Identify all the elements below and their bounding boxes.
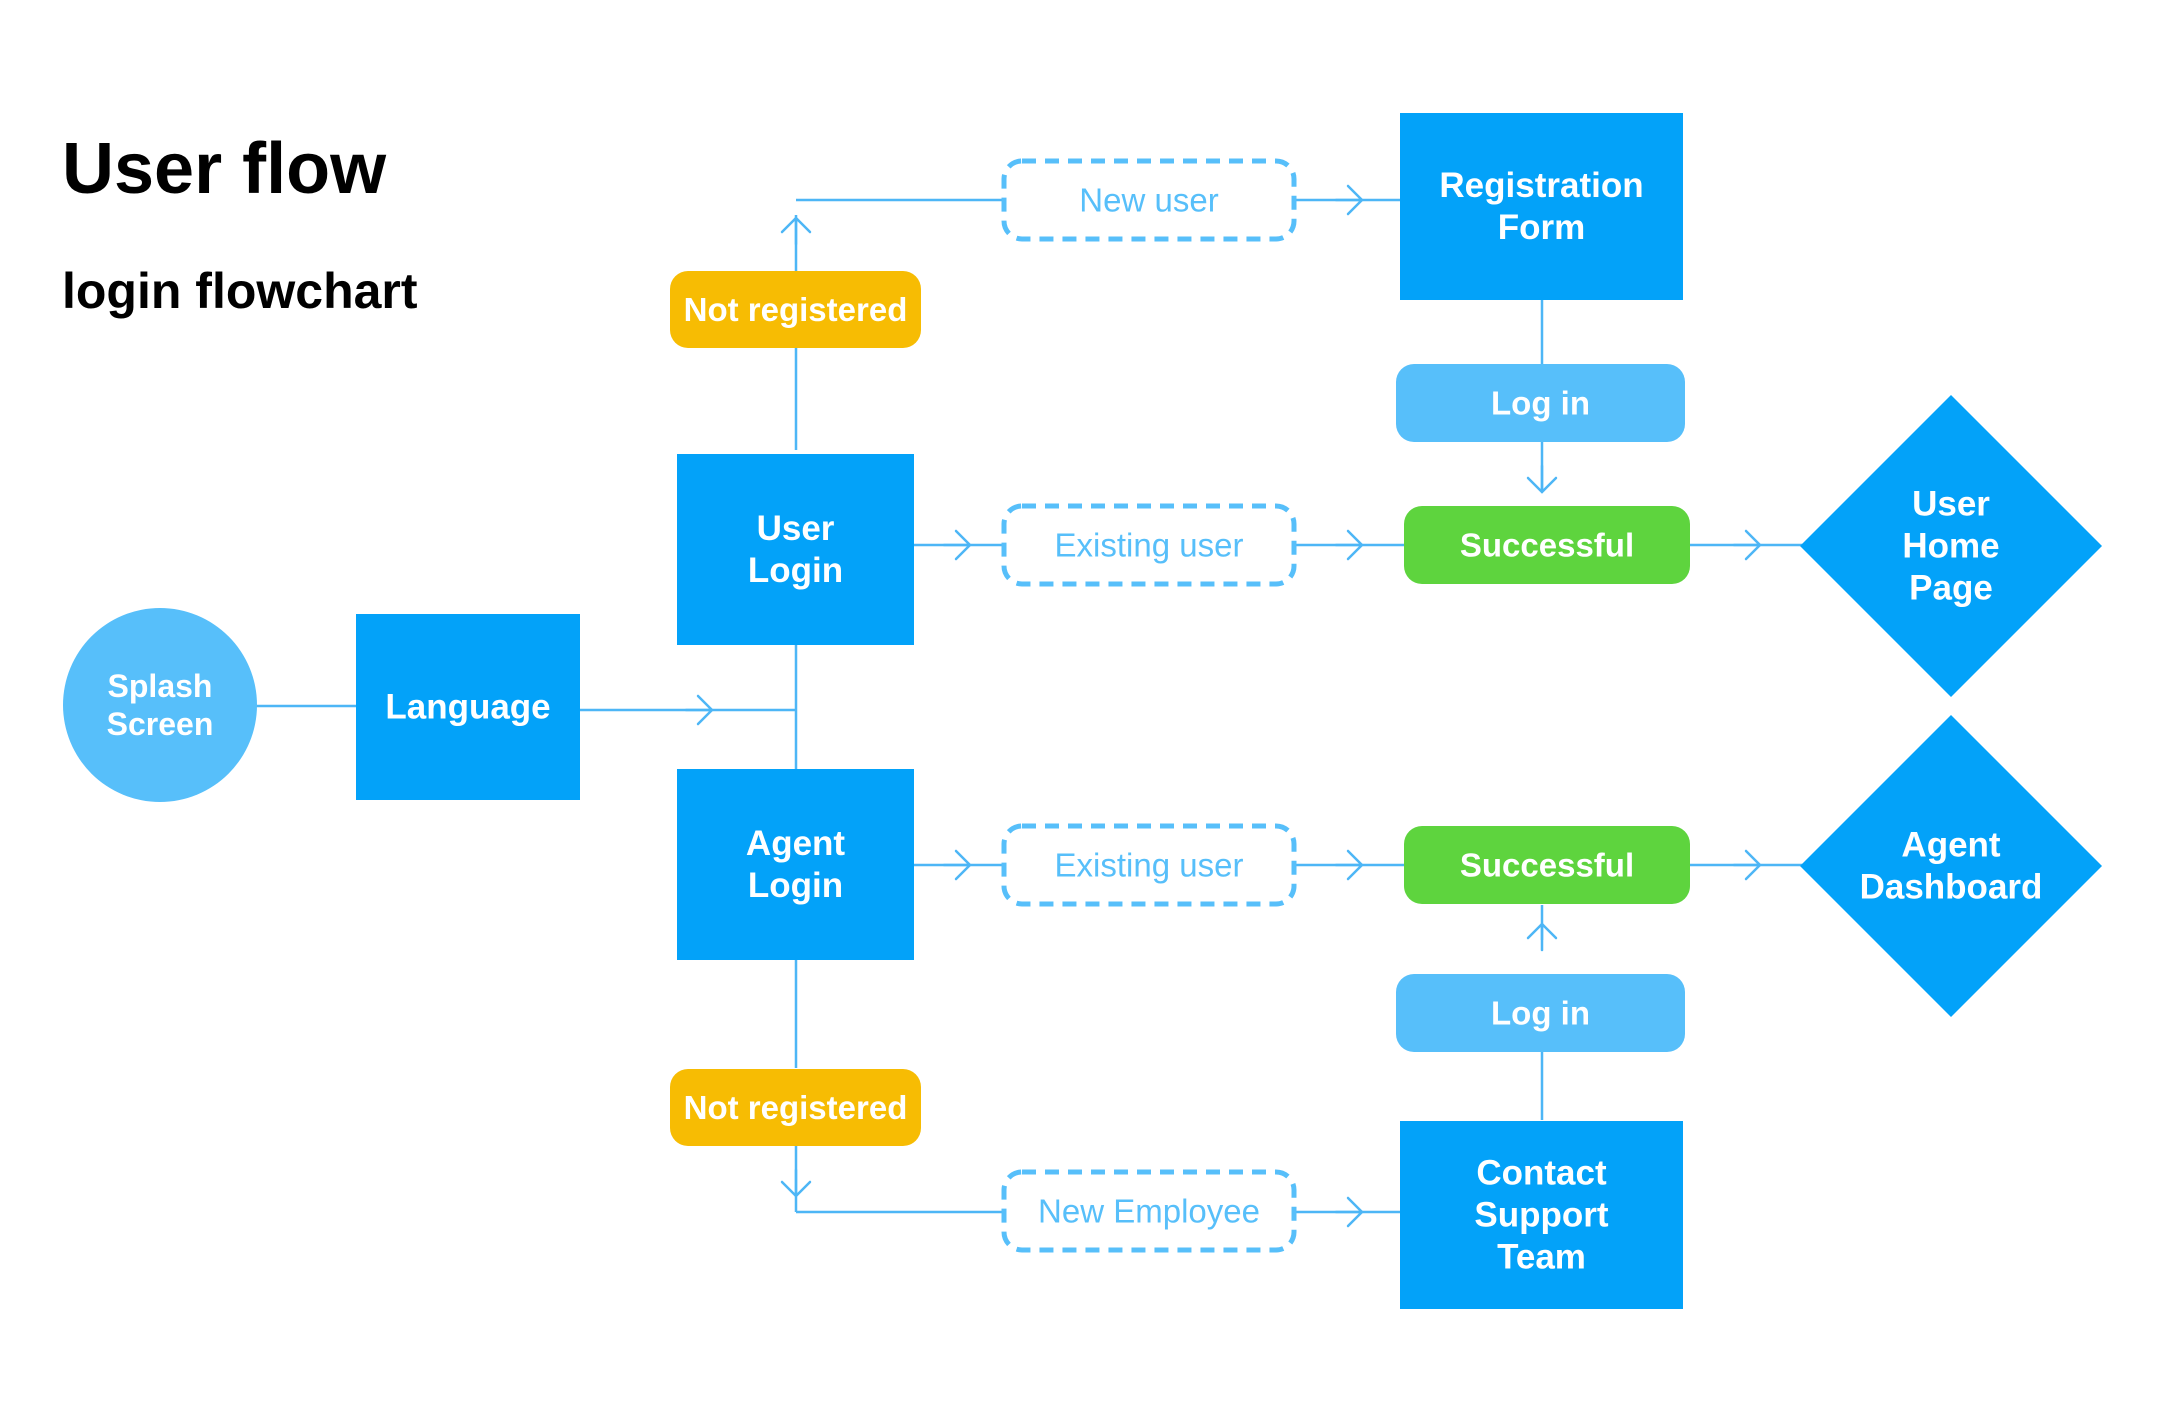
contact-support-label: Support [1474, 1196, 1608, 1235]
arrow-down-to-successful [1526, 464, 1558, 494]
agent-dashboard-label: Dashboard [1860, 868, 2043, 907]
user-home-shape [1800, 395, 2102, 697]
login-top-label: Log in [1491, 385, 1590, 422]
successful-bottom-node: Successful [1404, 826, 1690, 904]
language-shape [356, 614, 580, 800]
registration-form-label: Registration [1439, 166, 1643, 205]
new-user-node: New user [1001, 158, 1297, 242]
user-login-shape [677, 454, 914, 645]
successful-top-label: Successful [1460, 527, 1634, 564]
agent-login-label: Login [748, 866, 843, 905]
not-registered-bottom-node: Not registered [670, 1069, 921, 1146]
user-home-label: Home [1902, 527, 1999, 566]
registration-form-label: Form [1498, 208, 1586, 247]
arrow-to-user-home [1732, 529, 1762, 561]
registration-form-shape [1400, 113, 1683, 300]
existing-user-top-node: Existing user [1001, 503, 1297, 587]
new-employee-label: New Employee [1038, 1193, 1260, 1230]
page-title: User flow [62, 129, 387, 209]
arrow-to-agent-dashboard [1732, 849, 1762, 881]
arrow-to-existing-user-top [942, 529, 972, 561]
login-top-node: Log in [1396, 364, 1685, 442]
login-bottom-label: Log in [1491, 995, 1590, 1032]
agent-login-shape [677, 769, 914, 960]
existing-user-top-shape [1001, 503, 1297, 587]
language-label: Language [385, 688, 550, 727]
user-login-label: User [757, 509, 835, 548]
arrow-to-contact-support [1334, 1196, 1364, 1228]
not-registered-top-shape [670, 271, 921, 348]
arrow-to-successful-bottom [1334, 849, 1364, 881]
successful-top-node: Successful [1404, 506, 1690, 584]
not-registered-bottom-label: Not registered [684, 1089, 908, 1126]
arrow-down-to-new-employee [780, 1168, 812, 1198]
arrow-to-existing-user-bottom [942, 849, 972, 881]
not-registered-top-label: Not registered [684, 291, 908, 328]
existing-user-bottom-node: Existing user [1001, 823, 1297, 907]
page-subtitle: login flowchart [62, 263, 418, 319]
agent-login-label: Agent [746, 824, 846, 863]
new-employee-shape [1001, 1169, 1297, 1253]
splash-label: Splash [108, 668, 213, 704]
arrow-to-user-agent-split [684, 694, 714, 726]
not-registered-top-node: Not registered [670, 271, 921, 348]
contact-support-label: Contact [1476, 1154, 1607, 1193]
user-login-label: Login [748, 551, 843, 590]
existing-user-bottom-shape [1001, 823, 1297, 907]
splash-shape [63, 608, 257, 802]
user-home-label: Page [1909, 569, 1993, 608]
successful-bottom-shape [1404, 826, 1690, 904]
successful-top-shape [1404, 506, 1690, 584]
new-user-label: New user [1079, 182, 1218, 219]
new-user-shape [1001, 158, 1297, 242]
existing-user-top-label: Existing user [1055, 527, 1244, 564]
login-bottom-shape [1396, 974, 1685, 1052]
language-node: Language [356, 614, 580, 800]
login-bottom-node: Log in [1396, 974, 1685, 1052]
existing-user-bottom-label: Existing user [1055, 847, 1244, 884]
login-top-shape [1396, 364, 1685, 442]
user-home-label: User [1912, 485, 1990, 524]
arrow-to-successful-top [1334, 529, 1364, 561]
not-registered-bottom-shape [670, 1069, 921, 1146]
splash-label: Screen [107, 706, 214, 742]
arrow-up-to-successful [1526, 922, 1558, 952]
new-employee-node: New Employee [1001, 1169, 1297, 1253]
agent-dashboard-shape [1800, 715, 2102, 1017]
contact-support-shape [1400, 1121, 1683, 1309]
successful-bottom-label: Successful [1460, 847, 1634, 884]
contact-support-label: Team [1497, 1238, 1586, 1277]
agent-dashboard-label: Agent [1901, 826, 2001, 865]
arrow-to-registration-form [1334, 184, 1364, 216]
arrow-up-to-new-user [780, 216, 812, 246]
